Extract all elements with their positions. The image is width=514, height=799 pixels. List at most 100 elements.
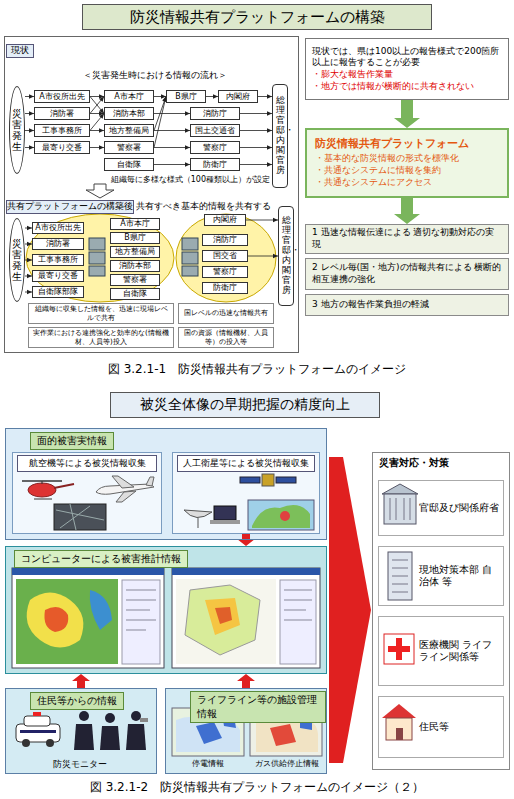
map-screen <box>12 568 164 668</box>
organization-box: B県庁 <box>110 232 160 244</box>
organization-box: 自衛隊 <box>110 288 160 300</box>
organization-box: 最寄り交番 <box>32 270 84 282</box>
node-text: 被災全体像の早期把握の精度向上 <box>111 396 379 414</box>
status-box: 現状では、県は100以上の報告様式で200箇所以上に報告することが必要・膨大な報… <box>305 38 509 100</box>
resident-picture <box>20 730 56 733</box>
panel-fill <box>5 546 327 674</box>
satellite-picture <box>214 506 236 520</box>
server-icon <box>89 238 105 250</box>
connector <box>329 457 371 763</box>
node-text: 警察署 <box>112 275 158 284</box>
map-screen <box>205 598 240 635</box>
node-text: 人工衛星等による被災情報収集 <box>177 455 315 472</box>
response-icon <box>388 646 410 652</box>
organization-box: 消防本部 <box>110 260 160 272</box>
connector-line <box>90 97 104 114</box>
label-holder: 共有すべき基本的情報を共有する <box>136 201 276 212</box>
section-tab: 共有プラットフォームの構築後 <box>6 200 134 214</box>
node-text: 国交省 <box>204 251 246 260</box>
node-text: 自衛隊 <box>112 289 158 298</box>
node-text: ・基本的な防災情報の形式を標準化 <box>315 152 499 164</box>
map-screen <box>122 580 160 664</box>
node-text: A市本庁 <box>106 92 152 101</box>
node-text: ・地方では情報が横断的に共有されない <box>312 81 502 93</box>
aircraft-picture <box>28 483 56 497</box>
connector-line <box>154 147 190 148</box>
note-box: 組織毎に収集した情報を、迅速に現場レベルで共有 <box>28 303 174 324</box>
response-box: 災害対応・対策官邸及び関係府省現地対策本部 自治体 等医療機関 ライフライン関係… <box>372 452 510 770</box>
organization-box: 消防本部 <box>104 107 154 120</box>
server-icon <box>89 252 105 264</box>
organization-box: B県庁 <box>166 90 206 103</box>
response-icon <box>396 728 403 740</box>
aircraft-picture <box>54 504 106 530</box>
response-icon <box>388 552 412 600</box>
map-screen <box>280 580 316 664</box>
panel-fill <box>172 452 320 534</box>
node-text: 災害対応・対策 <box>379 456 503 470</box>
connector <box>25 242 32 247</box>
node-text: ライフライン等の施設管理情報 <box>190 691 326 723</box>
label-holder: 停電情報 <box>172 759 244 769</box>
connector-line <box>90 114 104 131</box>
node-text: 自衛隊 <box>106 160 152 169</box>
node-text: 実作業における連携強化と効率的な(情報機材、人員等)投入 <box>32 329 170 346</box>
satellite-picture <box>248 500 314 530</box>
connector <box>90 97 104 114</box>
node-text: 現状 <box>7 45 33 57</box>
map-screen <box>12 568 320 668</box>
node-text: 内閣府 <box>220 92 256 101</box>
connector <box>154 128 190 133</box>
resident-picture <box>140 718 148 722</box>
wedge-arrow <box>329 457 371 763</box>
connector <box>90 145 104 150</box>
node-text: 消防本部 <box>106 109 152 118</box>
connector <box>237 674 255 688</box>
connector <box>25 111 34 116</box>
node-text: 自衛隊部隊 <box>34 287 82 296</box>
aircraft-picture <box>34 499 52 500</box>
response-icon <box>384 494 416 524</box>
down-arrow <box>86 184 114 198</box>
info-panel: コンピューターによる被害推計情報 <box>5 546 327 674</box>
node-text: A市役所出先 <box>36 92 88 101</box>
satellite-picture <box>252 505 310 528</box>
node-text: 防災情報共有プラットフォーム <box>315 137 499 152</box>
connector <box>25 128 34 133</box>
organization-box: 自衛隊部隊 <box>32 286 84 298</box>
connector <box>90 114 104 131</box>
sharing-ellipse <box>176 214 276 302</box>
organization-box: A市役所出先 <box>34 90 90 103</box>
connector <box>206 94 218 99</box>
resident-picture <box>126 724 146 750</box>
vertical-box: 災害発生 <box>9 218 25 302</box>
connector <box>240 145 272 150</box>
panel-fill <box>5 688 157 774</box>
organization-box: A市役所出先 <box>32 222 84 234</box>
node-text: 総理官邸・内閣官房 <box>282 216 291 295</box>
organization-box: 自衛隊 <box>104 158 154 171</box>
node-text: 内閣府 <box>206 215 244 224</box>
connector <box>237 534 255 546</box>
organization-box: 消防庁 <box>202 234 248 246</box>
node-text: 1 迅速な情報伝達による 適切な初動対応の実現 <box>312 227 502 250</box>
connector <box>154 162 190 167</box>
organization-box: 消防庁 <box>190 107 240 120</box>
map-screen <box>215 607 232 624</box>
node-text: 住民等からの情報 <box>30 692 124 710</box>
node-text: 面的被害実情報 <box>30 432 114 450</box>
resident-picture <box>131 711 141 721</box>
organization-box: 国交省 <box>202 250 248 262</box>
note-box: 国レベルの迅速な情報共有 <box>178 303 274 324</box>
organization-box: 最寄り交番 <box>34 141 90 154</box>
organization-box: 防衛庁 <box>190 158 240 171</box>
connector <box>25 94 34 99</box>
figure-caption: 図 3.2.1-2 防災情報共有プラットフォームのイメージ（２） <box>0 780 514 794</box>
organization-box: A市本庁 <box>104 90 154 103</box>
block-arrow <box>394 198 420 224</box>
response-icon <box>382 484 418 740</box>
resident-picture <box>33 712 41 716</box>
label-holder: 防災モニター <box>20 759 140 770</box>
